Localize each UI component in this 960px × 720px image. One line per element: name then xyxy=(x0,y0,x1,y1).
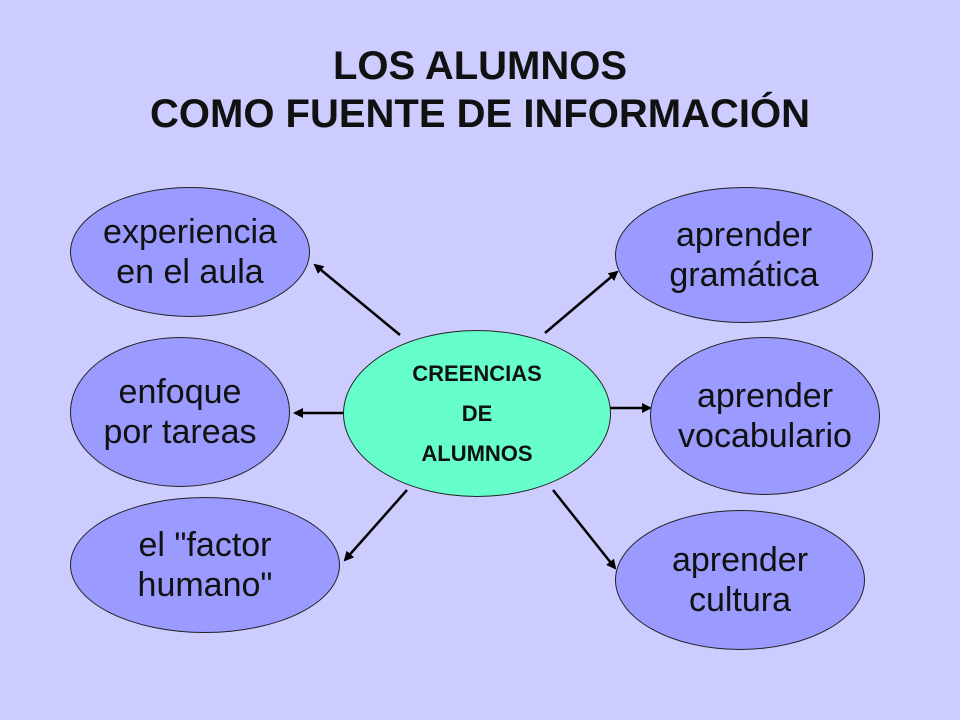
node-line: en el aula xyxy=(116,253,264,291)
title-line-1: LOS ALUMNOS xyxy=(332,44,628,88)
node-line: aprender xyxy=(675,216,813,254)
node-aprender-vocabulario: aprender vocabulario xyxy=(650,337,880,495)
center-line: CREENCIAS xyxy=(412,360,542,386)
node-line: humano" xyxy=(137,566,273,604)
node-creencias-de-alumnos: CREENCIAS DE ALUMNOS xyxy=(343,330,611,497)
node-experiencia-en-el-aula: experiencia en el aula xyxy=(70,187,310,317)
node-line: aprender xyxy=(696,377,834,415)
node-aprender-cultura: aprender cultura xyxy=(615,510,865,650)
arrow-to-cultura xyxy=(552,489,617,570)
node-line: vocabulario xyxy=(678,417,852,455)
node-line: el "factor xyxy=(138,526,272,564)
arrow-to-factor-humano xyxy=(343,489,408,562)
node-line: aprender xyxy=(671,541,809,579)
node-enfoque-por-tareas: enfoque por tareas xyxy=(70,337,290,487)
node-factor-humano: el "factor humano" xyxy=(70,497,340,633)
title-line-2: COMO FUENTE DE INFORMACIÓN xyxy=(150,92,810,136)
slide-title: LOS ALUMNOS COMO FUENTE DE INFORMACIÓN xyxy=(0,42,960,138)
node-line: experiencia xyxy=(103,213,277,251)
node-line: por tareas xyxy=(103,413,257,451)
node-line: enfoque xyxy=(118,373,242,411)
node-line: cultura xyxy=(688,581,792,619)
center-line: ALUMNOS xyxy=(421,440,533,466)
node-aprender-gramatica: aprender gramática xyxy=(615,187,873,323)
arrow-to-experiencia xyxy=(313,263,401,336)
node-line: gramática xyxy=(669,256,819,294)
arrow-to-gramatica xyxy=(544,270,619,334)
center-line: DE xyxy=(461,400,493,426)
